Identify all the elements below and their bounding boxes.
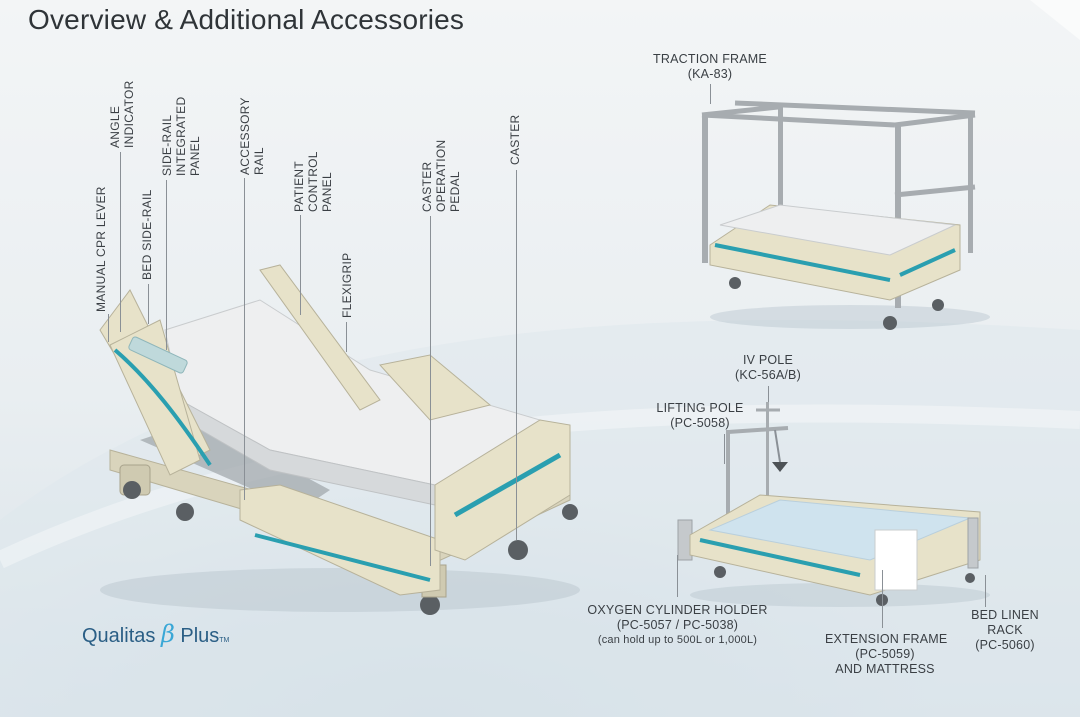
label-bed-linen-rack: BED LINEN RACK (PC-5060) xyxy=(971,608,1039,652)
leader-side-rail-integrated-panel xyxy=(166,180,167,350)
label-manual-cpr-lever: MANUAL CPR LEVER xyxy=(94,186,108,312)
brand-logo: Qualitas β PlusTM xyxy=(82,620,230,648)
leader-patient-control-panel xyxy=(300,215,301,315)
page-title: Overview & Additional Accessories xyxy=(28,4,465,35)
leader-bed-side-rail xyxy=(148,284,149,324)
label-iv-pole: IV POLE (KC-56A/B) xyxy=(735,353,801,382)
label-flexigrip: FLEXIGRIP xyxy=(340,252,354,318)
label-angle-indicator: ANGLE INDICATOR xyxy=(108,80,136,148)
leader-extension-frame xyxy=(882,570,883,628)
label-oxygen-cylinder-holder: OXYGEN CYLINDER HOLDER (PC-5057 / PC-503… xyxy=(587,603,768,646)
label-caster-operation-pedal: CASTER OPERATION PEDAL xyxy=(420,139,462,213)
accessory-bed-illustration xyxy=(677,402,990,607)
leader-bed-linen-rack xyxy=(985,575,986,607)
label-side-rail-integrated-panel: SIDE-RAIL INTEGRATED PANEL xyxy=(160,96,202,176)
label-lifting-pole: LIFTING POLE (PC-5058) xyxy=(656,401,744,430)
label-traction-frame: TRACTION FRAME (KA-83) xyxy=(653,52,767,81)
label-accessory-rail: ACCESSORY RAIL xyxy=(238,97,266,175)
leader-lifting-pole xyxy=(724,434,725,464)
label-bed-side-rail: BED SIDE-RAIL xyxy=(140,189,154,280)
label-extension-frame: EXTENSION FRAME (PC-5059) AND MATTRESS xyxy=(825,632,948,676)
main-bed-illustration xyxy=(99,264,580,615)
leader-traction-frame xyxy=(710,84,711,104)
leader-caster xyxy=(516,170,517,540)
leader-caster-operation-pedal xyxy=(430,216,431,566)
leader-oxygen-cylinder-holder xyxy=(677,555,678,597)
leader-manual-cpr-lever xyxy=(108,314,109,342)
label-patient-control-panel: PATIENT CONTROL PANEL xyxy=(292,151,334,212)
label-caster: CASTER xyxy=(508,114,522,165)
leader-flexigrip xyxy=(346,322,347,352)
traction-frame-bed-illustration xyxy=(701,100,990,330)
leader-accessory-rail xyxy=(244,178,245,500)
leader-iv-pole xyxy=(768,386,769,410)
leader-angle-indicator xyxy=(120,152,121,332)
